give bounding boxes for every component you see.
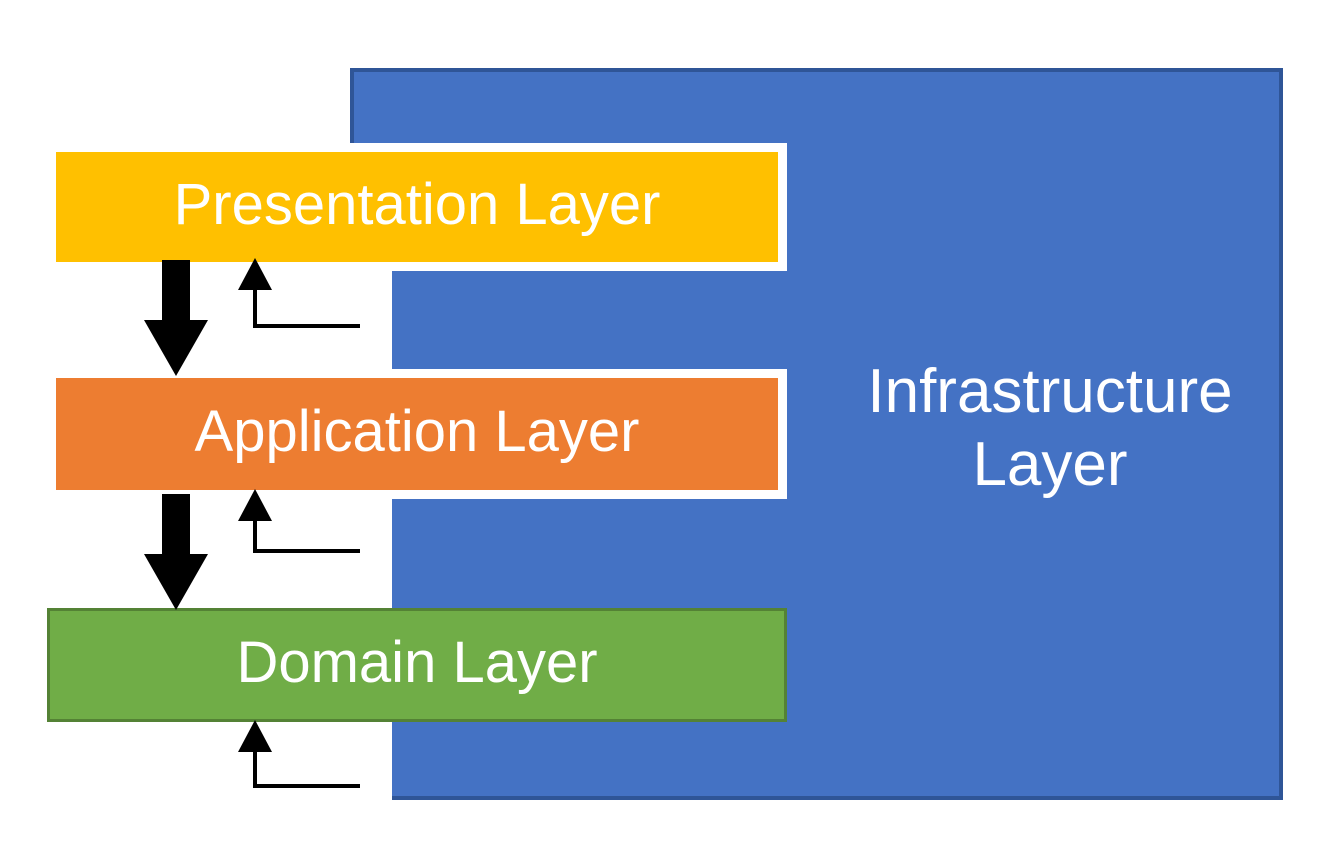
channel-gap-top	[350, 271, 392, 369]
infrastructure-to-application-arrow	[238, 489, 360, 553]
infrastructure-to-presentation-arrow	[238, 258, 360, 328]
presentation-layer-box[interactable]: Presentation Layer	[47, 143, 787, 271]
domain-layer-label: Domain Layer	[236, 630, 598, 695]
application-layer-box[interactable]: Application Layer	[47, 369, 787, 499]
channel-gap-middle	[350, 499, 392, 608]
infrastructure-to-domain-arrow	[238, 720, 360, 788]
presentation-layer-label: Presentation Layer	[173, 172, 661, 237]
application-layer-label: Application Layer	[194, 399, 640, 464]
domain-layer-box[interactable]: Domain Layer	[47, 608, 787, 722]
presentation-to-application-arrow	[144, 260, 208, 376]
application-to-domain-arrow	[144, 494, 208, 610]
infrastructure-layer-label: Infrastructure Layer	[867, 357, 1233, 500]
